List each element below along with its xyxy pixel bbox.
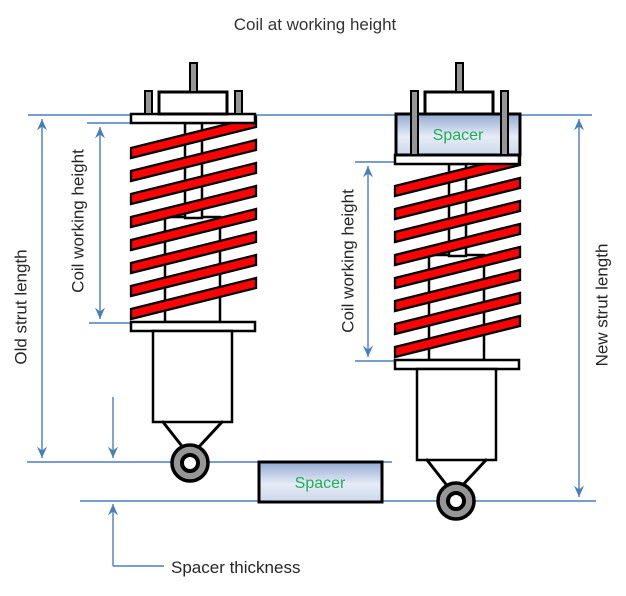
- left-eye-bracket-right: [194, 420, 224, 452]
- left-strut: [129, 62, 258, 483]
- right-top-mount: [423, 90, 495, 116]
- right-eye-bracket-left: [425, 458, 451, 490]
- new-strut-dimension: New strut length: [573, 119, 611, 497]
- coil-bar: [129, 138, 258, 183]
- old-strut-length-label: Old strut length: [11, 249, 30, 364]
- old-strut-dimension: Old strut length: [11, 119, 48, 458]
- loose-spacer: Spacer: [257, 460, 384, 504]
- coil-bar: [129, 184, 258, 229]
- left-coil-dimension: Coil working height: [68, 122, 134, 324]
- left-lower-spring-seat: [129, 320, 257, 333]
- right-piston-rod: [455, 62, 464, 93]
- new-strut-length-label: New strut length: [592, 244, 611, 367]
- right-coil-dimension: Coil working height: [338, 161, 397, 362]
- coil-bar: [129, 161, 258, 206]
- coil-bar: [393, 176, 522, 221]
- coil-bar: [129, 230, 258, 275]
- installed-spacer-label: Spacer: [433, 127, 484, 144]
- right-mount-stud: [410, 90, 419, 156]
- loose-spacer-box: [257, 460, 384, 504]
- left-strut-body: [151, 329, 234, 424]
- right-lower-spring-seat: [393, 358, 521, 371]
- coil-bar: [393, 314, 522, 359]
- right-coil-working-height-label: Coil working height: [338, 189, 357, 333]
- loose-spacer-label: Spacer: [295, 475, 346, 492]
- left-mount-stud: [144, 90, 153, 115]
- coil-bar: [393, 199, 522, 244]
- left-coil-working-height-label: Coil working height: [68, 149, 87, 293]
- coil-bar: [393, 268, 522, 313]
- left-top-mount: [157, 90, 229, 116]
- spacer-thickness-dimension: Spacer thickness: [107, 397, 300, 577]
- right-strut-eye-bore: [446, 491, 466, 511]
- coil-bar: [393, 222, 522, 267]
- coil-bar: [393, 291, 522, 336]
- coil-bar: [129, 115, 258, 160]
- right-strut: Spacer: [393, 62, 522, 521]
- left-piston-rod: [189, 62, 198, 93]
- right-strut-body: [415, 367, 498, 462]
- coil-bar: [129, 276, 258, 321]
- diagram-title: Coil at working height: [234, 15, 397, 34]
- right-mount-stud: [500, 90, 509, 156]
- spacer-thickness-label: Spacer thickness: [171, 558, 300, 577]
- coil-bar: [129, 253, 258, 298]
- coil-bar: [129, 207, 258, 252]
- coil-bar: [393, 245, 522, 290]
- left-mount-stud: [234, 90, 243, 115]
- left-coil-spring: [129, 115, 258, 321]
- left-strut-eye-bore: [180, 453, 200, 473]
